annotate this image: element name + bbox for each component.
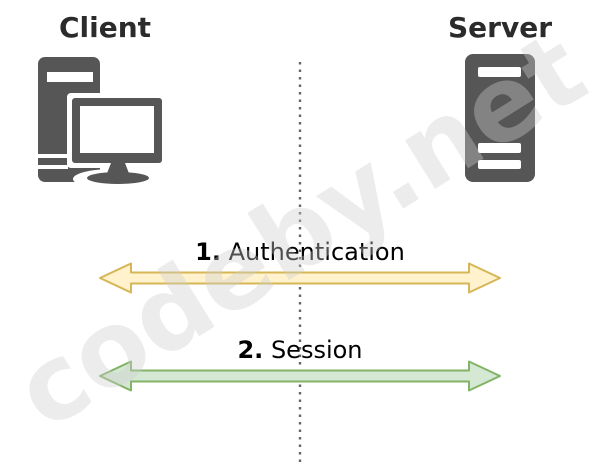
session-label: 2. Session <box>95 335 505 365</box>
message-text: Authentication <box>228 238 405 266</box>
client-title: Client <box>58 11 152 44</box>
authentication-arrow <box>99 262 501 294</box>
server-tower-icon <box>465 54 535 182</box>
server-title: Server <box>447 11 552 44</box>
authentication-label: 1. Authentication <box>95 237 505 267</box>
message-text: Session <box>270 336 363 364</box>
message-number: 1. <box>195 238 221 266</box>
message-number: 2. <box>237 336 264 364</box>
session-arrow <box>99 360 501 392</box>
client-computer-icon <box>38 57 164 187</box>
